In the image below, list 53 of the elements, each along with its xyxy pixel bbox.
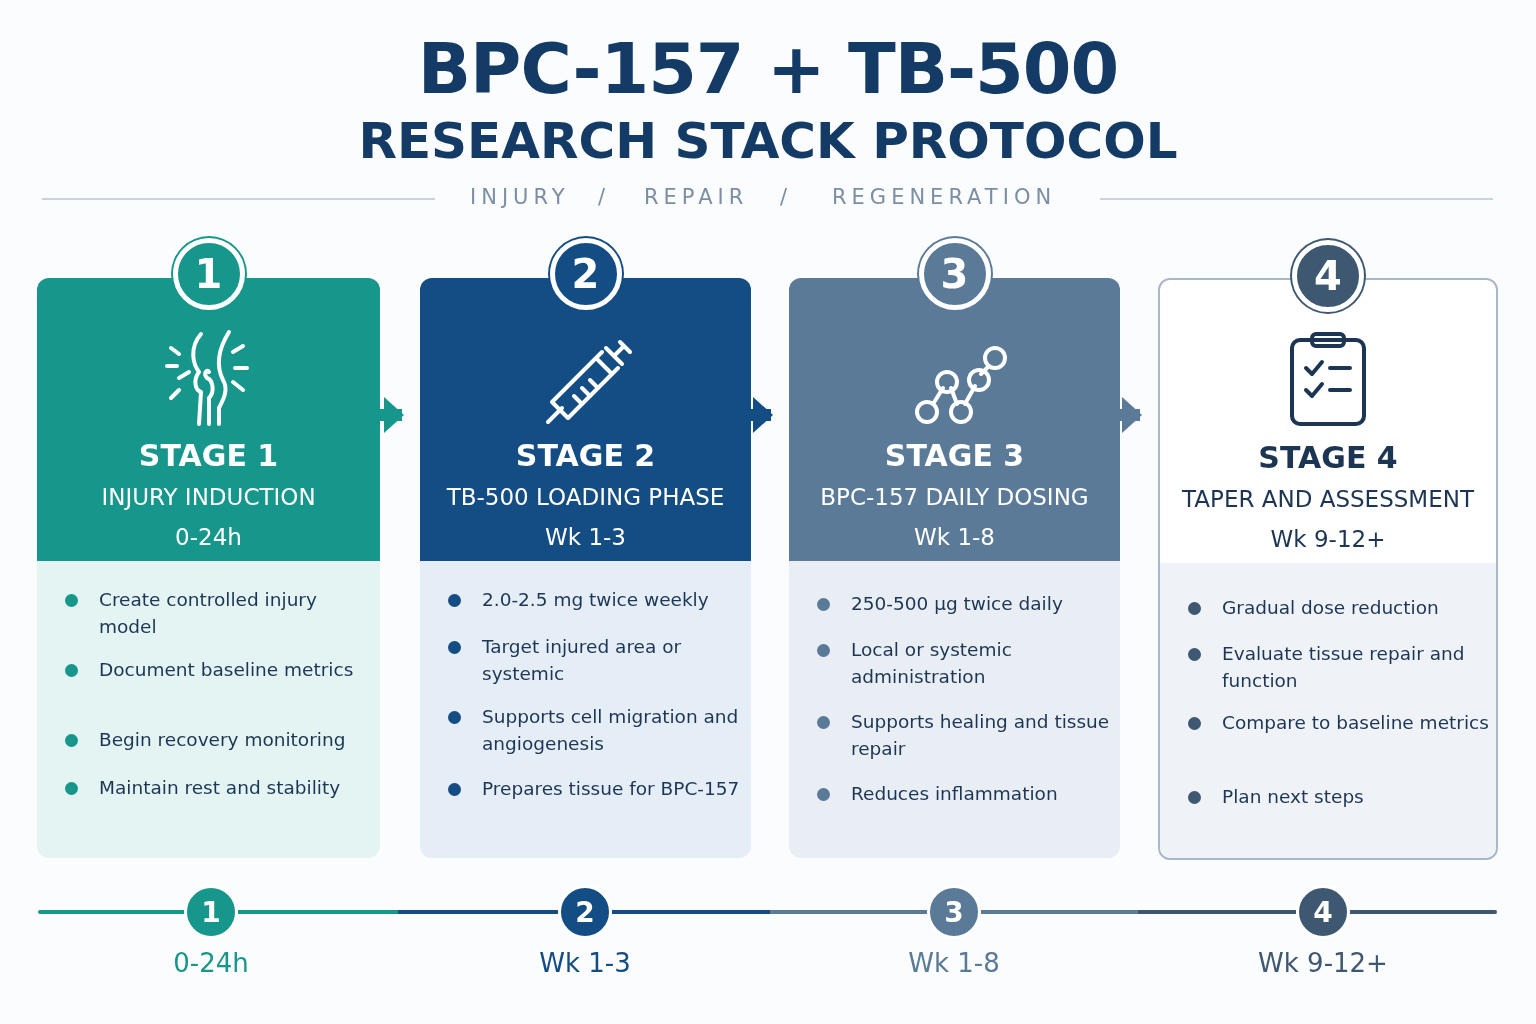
tagline-word: REGENERATION xyxy=(832,185,1057,209)
stage-duration: Wk 1-3 xyxy=(544,524,627,550)
stage-duration: Wk 1-8 xyxy=(913,524,996,550)
bullet-item: Local or systemic administration xyxy=(817,636,1112,690)
bullet-item: Create controlled injury model xyxy=(65,586,372,640)
title: BPC-157 + TB-500 xyxy=(416,28,1120,110)
bullet-item: Supports healing and tissue repair xyxy=(817,708,1112,762)
bullet-item: Supports cell migration and angiogenesis xyxy=(448,703,743,757)
stage-duration: 0-24h xyxy=(174,524,243,550)
separator-slash: / xyxy=(598,185,611,209)
bullet-item: Document baseline metrics xyxy=(65,656,372,683)
stage-title: STAGE 2 xyxy=(514,438,657,473)
tagline-word: INJURY xyxy=(470,185,570,209)
timeline-marker: 3 xyxy=(927,885,981,939)
stage-name: BPC-157 DAILY DOSING xyxy=(819,484,1090,510)
bullet-item: 250-500 µg twice daily xyxy=(817,590,1112,617)
bullet-item: Prepares tissue for BPC-157 xyxy=(448,775,743,802)
stage-title: STAGE 3 xyxy=(883,438,1026,473)
bullet-item: Evaluate tissue repair and function xyxy=(1188,640,1492,694)
tagline-word: REPAIR xyxy=(644,185,749,209)
stage-name: TAPER AND ASSESSMENT xyxy=(1181,486,1475,512)
timeline-label: Wk 9-12+ xyxy=(1257,948,1389,978)
arrow xyxy=(380,397,404,433)
arrow xyxy=(1120,397,1142,433)
timeline-marker: 4 xyxy=(1296,885,1350,939)
separator-slash: / xyxy=(780,185,793,209)
timeline-line xyxy=(981,910,1296,914)
bullet-item: Plan next steps xyxy=(1188,783,1492,810)
stage-number-badge: 2 xyxy=(549,238,622,310)
arrow xyxy=(751,397,773,433)
bullet-item: Target injured area or systemic xyxy=(448,633,743,687)
subtitle: RESEARCH STACK PROTOCOL xyxy=(357,112,1179,170)
stage-duration: Wk 9-12+ xyxy=(1269,526,1387,552)
timeline-marker: 2 xyxy=(558,885,612,939)
timeline-label: Wk 1-8 xyxy=(907,948,1001,978)
bullet-item: Compare to baseline metrics xyxy=(1188,709,1492,736)
stage-name: TB-500 LOADING PHASE xyxy=(445,484,726,510)
stage-title: STAGE 1 xyxy=(137,438,280,473)
stage-title: STAGE 4 xyxy=(1257,440,1399,475)
stage-number-badge: 1 xyxy=(172,238,245,310)
timeline-line xyxy=(612,910,927,914)
bullet-item: Gradual dose reduction xyxy=(1188,594,1492,621)
bullet-item: 2.0-2.5 mg twice weekly xyxy=(448,586,743,613)
stage-number-badge: 4 xyxy=(1292,240,1364,312)
bullet-item: Begin recovery monitoring xyxy=(65,726,372,753)
timeline-line xyxy=(238,910,558,914)
bullet-item: Reduces inflammation xyxy=(817,780,1112,807)
timeline-label: Wk 1-3 xyxy=(538,948,632,978)
stage-number-badge: 3 xyxy=(918,238,991,310)
stage-name: INJURY INDUCTION xyxy=(100,484,317,510)
timeline-marker: 1 xyxy=(184,885,238,939)
bullet-item: Maintain rest and stability xyxy=(65,774,372,801)
timeline-label: 0-24h xyxy=(172,948,250,978)
